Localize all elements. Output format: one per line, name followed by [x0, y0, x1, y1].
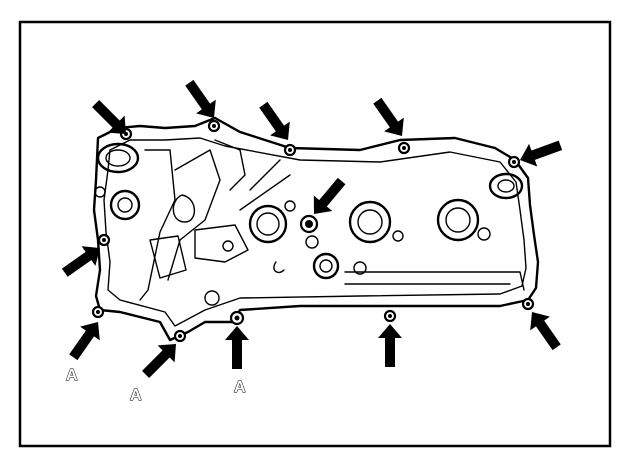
bolt	[207, 119, 221, 133]
bolt	[299, 214, 319, 234]
callout-labels: A A A	[66, 367, 247, 405]
arrow	[69, 322, 100, 361]
bolt	[173, 329, 187, 343]
arrow	[313, 177, 346, 214]
arrow	[92, 100, 126, 134]
bolt	[397, 141, 411, 155]
arrow	[185, 79, 216, 118]
arrow	[520, 140, 563, 167]
bolt	[507, 155, 521, 169]
diagram-frame	[18, 20, 612, 448]
arrow	[259, 101, 290, 140]
bolt-locations	[91, 119, 535, 343]
arrow	[61, 246, 100, 277]
bolt	[97, 233, 111, 247]
bolt	[283, 143, 297, 157]
bolt	[229, 310, 245, 326]
bolt	[383, 309, 397, 323]
callout-a-left: A	[66, 367, 78, 384]
bolt	[521, 297, 535, 311]
bolt	[91, 305, 105, 319]
arrow	[142, 344, 176, 378]
pointer-arrows	[61, 79, 563, 378]
arrow	[225, 326, 249, 369]
callout-a-right: A	[234, 379, 246, 396]
arrow	[373, 97, 404, 136]
cover-internal-details	[94, 139, 525, 306]
arrow	[530, 312, 561, 351]
callout-a-middle: A	[130, 387, 142, 404]
arrow	[378, 324, 402, 367]
